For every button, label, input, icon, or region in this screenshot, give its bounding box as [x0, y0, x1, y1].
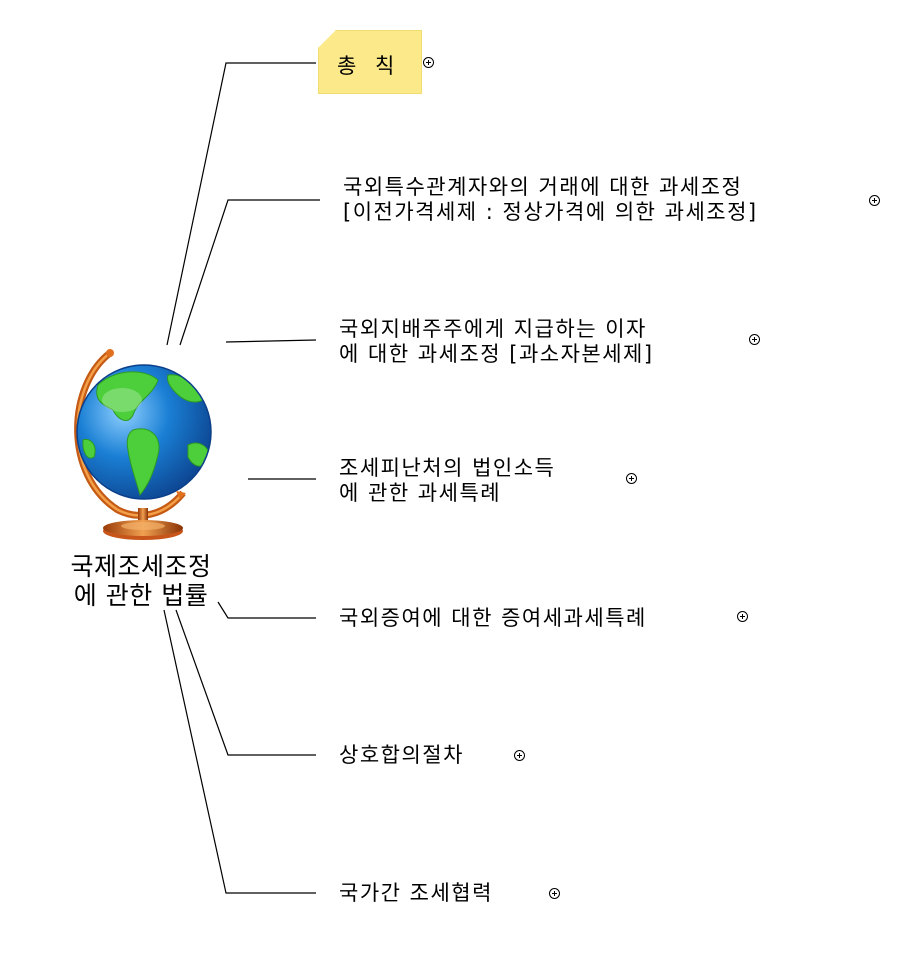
branch-label-thin-capitalization[interactable]: 국외지배주주에게 지급하는 이자 에 대한 과세조정 [과소자본세제] [339, 317, 654, 366]
branch-label-international-cooperation[interactable]: 국가간 조세협력 [339, 881, 493, 905]
connector-branch-6 [175, 609, 316, 756]
branch-label-foreign-gift[interactable]: 국외증여에 대한 증여세과세특례 [339, 606, 647, 630]
branch-label-tax-haven[interactable]: 조세피난처의 법인소득 에 관한 과세특례 [339, 456, 556, 505]
expand-icon-3[interactable] [749, 334, 760, 345]
branch-label-transfer-pricing[interactable]: 국외특수관계자와의 거래에 대한 과세조정 [이전가격세제 : 정상가격에 의한… [343, 175, 758, 224]
connector-branch-3 [225, 339, 317, 343]
connector-branch-5 [217, 601, 316, 619]
connector-branch-2 [179, 199, 320, 346]
expand-icon-5[interactable] [737, 611, 748, 622]
connector-branch-1 [166, 62, 316, 346]
expand-icon-1[interactable] [423, 57, 434, 68]
branch-label-general-provisions[interactable]: 총 칙 [337, 54, 401, 78]
branch-label-mutual-agreement[interactable]: 상호합의절차 [339, 743, 464, 767]
root-label: 국제조세조정 에 관한 법률 [70, 552, 212, 610]
expand-icon-6[interactable] [514, 750, 525, 761]
expand-icon-7[interactable] [549, 888, 560, 899]
connector-branch-7 [163, 609, 316, 894]
expand-icon-2[interactable] [869, 195, 880, 206]
globe-icon[interactable] [58, 345, 228, 555]
note-shape [318, 30, 422, 94]
expand-icon-4[interactable] [626, 473, 637, 484]
